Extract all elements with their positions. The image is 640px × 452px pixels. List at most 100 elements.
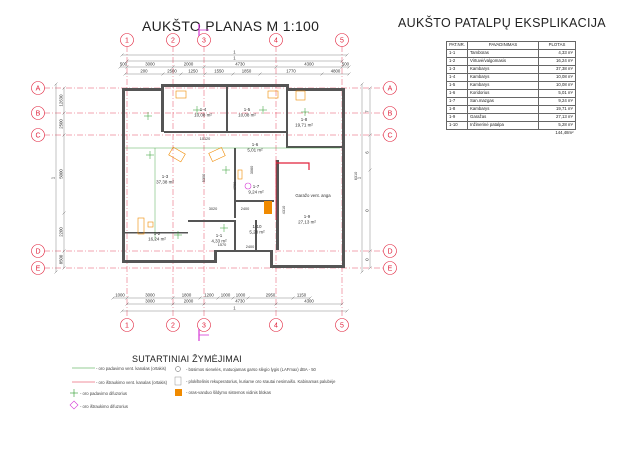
dimension-tick <box>368 249 372 253</box>
axis-label: 1 <box>125 323 129 330</box>
dimension-label: 1 <box>357 176 362 179</box>
dimension-label: 0 <box>365 209 370 212</box>
room-area-cell: 5,28 m² <box>538 121 576 130</box>
room-number-label: 1-3 <box>162 174 169 179</box>
axis-label: C <box>387 133 392 140</box>
dimension-label: 1 <box>233 306 236 311</box>
dimension-tick <box>120 53 124 57</box>
dimension-tick <box>198 296 202 300</box>
room-number-label: 1-1 <box>216 233 223 238</box>
recuperator-icon <box>174 376 182 386</box>
wall <box>161 84 164 132</box>
dimension-label: 2000 <box>184 299 194 304</box>
dimension-tick <box>62 266 66 270</box>
wall <box>286 88 345 91</box>
wall <box>161 84 286 87</box>
dimension-tick <box>308 296 312 300</box>
dimension-label: 4300 <box>304 62 314 67</box>
room-area-label: 10,08 m² <box>238 113 256 118</box>
legend-item-label: - oro padavimo difuzorius <box>80 391 128 396</box>
plan-title: AUKŠTO PLANAS M 1:100 <box>142 18 320 34</box>
axis-marker-circle <box>269 318 283 332</box>
axis-label: 4 <box>274 323 278 330</box>
room-number-label: 1-8 <box>301 117 308 122</box>
dimension-tick <box>345 53 349 57</box>
dimension-tick <box>274 65 278 69</box>
dimension-tick <box>231 72 235 76</box>
dimension-label: 1550 <box>214 69 224 74</box>
wall <box>214 250 270 252</box>
inner-dimension-label: 1570 <box>218 243 226 247</box>
dimension-tick <box>202 302 206 306</box>
axis-marker-circle <box>31 244 45 258</box>
axis-marker-circle <box>383 244 397 258</box>
dimension-tick <box>340 65 344 69</box>
dimension-tick <box>125 296 129 300</box>
furniture-bed <box>267 90 279 99</box>
axis-marker-circle <box>166 33 180 47</box>
wall <box>270 265 345 268</box>
dimension-label: 1000 <box>221 293 231 298</box>
axis-label: D <box>387 249 392 256</box>
dimension-tick <box>368 86 372 90</box>
axis-marker-circle <box>335 318 349 332</box>
wall <box>125 232 188 234</box>
dimension-tick <box>62 111 66 115</box>
furniture-bed <box>175 90 187 99</box>
inner-dimension-label: 10120 <box>200 137 211 141</box>
specification-title: AUKŠTO PATALPŲ EKSPLIKACIJA <box>398 16 606 30</box>
dimension-label: 3000 <box>145 299 155 304</box>
room-area-label: 9,24 m² <box>248 190 264 195</box>
dimension-tick <box>347 65 351 69</box>
dimension-label: 3000 <box>145 62 155 67</box>
toilet-fixture <box>244 182 252 190</box>
room-number-label: 1-7 <box>253 184 260 189</box>
wall <box>270 250 273 268</box>
legend-item-label: - oro ištraukimo vent. kanalas (ortakis) <box>96 380 167 385</box>
legend-item-label: - oro padavimo vent. kanalas (ortakis) <box>96 366 167 371</box>
dimension-label: 4730 <box>235 62 245 67</box>
dimension-tick <box>368 133 372 137</box>
noise-wall-icon <box>175 366 181 372</box>
axis-marker-circle <box>31 261 45 275</box>
axis-marker-circle <box>383 261 397 275</box>
dimension-label: 12630 <box>59 94 64 107</box>
axis-label: D <box>35 249 40 256</box>
dimension-label: 6 <box>365 151 370 154</box>
dimension-label: 1800 <box>182 293 192 298</box>
axis-label: E <box>388 266 393 273</box>
dimension-label: 1 <box>51 176 56 179</box>
room-area-label: 5,28 m² <box>249 230 265 235</box>
axis-label: A <box>36 86 41 93</box>
dimension-label: 500 <box>120 62 128 67</box>
axis-label: 5 <box>340 323 344 330</box>
inner-dimension-label: 2400 <box>241 207 249 211</box>
room-area-label: 5,01 m² <box>247 148 263 153</box>
dimension-label: 2500 <box>59 119 64 129</box>
dimension-tick <box>125 59 129 63</box>
supply-duct <box>276 162 310 170</box>
room-area-label: 19,71 m² <box>295 123 313 128</box>
dimension-label: 7 <box>365 110 370 113</box>
wall <box>288 146 344 148</box>
dimension-tick <box>347 72 351 76</box>
table-total-row: 144,48m² <box>447 130 576 138</box>
room-area-label: 10,08 m² <box>194 113 212 118</box>
dimension-tick <box>360 270 364 274</box>
room-number-label: 1-9 <box>304 214 311 219</box>
legend-item-label: - oras-vanduo šildymo sistemos vidinis b… <box>186 390 271 395</box>
wall <box>226 87 228 131</box>
dimension-tick <box>171 302 175 306</box>
dimension-tick <box>179 72 183 76</box>
dimension-tick <box>231 296 235 300</box>
dimension-tick <box>340 302 344 306</box>
axis-marker-circle <box>31 128 45 142</box>
room-area-label: 37,38 m² <box>156 180 174 185</box>
room-number-label: 1-10 <box>252 224 262 229</box>
wall <box>234 148 236 218</box>
exhaust-diffuser-icon <box>69 400 79 410</box>
dimension-label: 4730 <box>235 299 245 304</box>
dimension-tick <box>291 296 295 300</box>
dimension-tick <box>345 309 349 313</box>
